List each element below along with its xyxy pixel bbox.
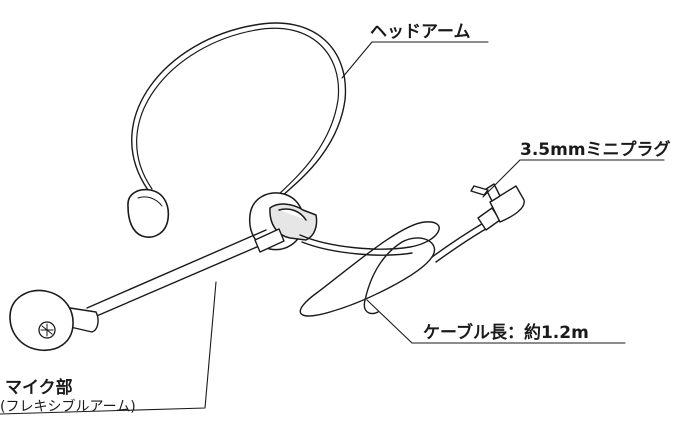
cable-to-plug bbox=[431, 221, 486, 258]
cable bbox=[299, 221, 440, 317]
label-mic: マイク部 bbox=[5, 378, 73, 398]
label-cable-length: ケーブル長：約1.2m bbox=[423, 323, 589, 343]
label-mini-plug: 3.5mmミニプラグ bbox=[520, 140, 671, 160]
label-flexible-arm: (フレキシブルアーム) bbox=[0, 399, 136, 415]
head-arm bbox=[131, 22, 347, 197]
mini-plug bbox=[470, 183, 525, 231]
mic-head bbox=[9, 289, 74, 351]
label-head-arm: ヘッドアーム bbox=[370, 22, 471, 42]
head-arm-inner bbox=[136, 27, 340, 196]
mic-neck bbox=[65, 307, 99, 333]
flexible-arm bbox=[91, 239, 274, 319]
leader-lines bbox=[0, 41, 665, 415]
arm-collar bbox=[254, 228, 285, 253]
